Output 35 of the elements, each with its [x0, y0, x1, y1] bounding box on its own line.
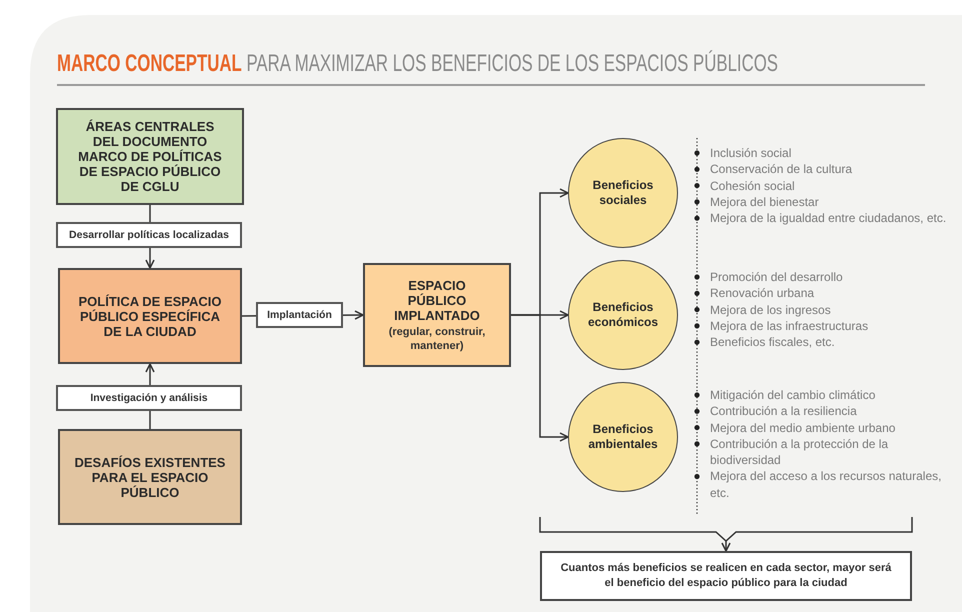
process-box [56, 108, 244, 205]
process-box [58, 268, 242, 364]
box-heading: Cuantos más beneficios se realicen en cada sector, mayor será el beneficio del espacio público para la ciudad [560, 561, 892, 591]
benefit-item: Renovación urbana [710, 285, 816, 302]
box-heading: ESPACIO PÚBLICO IMPLANTADO [393, 278, 481, 322]
benefit-item: Mejora del medio ambiente urbano [710, 420, 896, 436]
benefit-item: Inclusión social [710, 145, 792, 162]
benefit-item: Mejora del bienestar [710, 194, 820, 210]
benefit-item: Contribución a la protección de la biodiversidad [710, 436, 890, 468]
box-heading: DESAFÍOS EXISTENTES PARA EL ESPACIO PÚBLICO [74, 454, 226, 500]
process-box [58, 429, 242, 525]
benefit-item: Mitigación del cambio climático [710, 387, 876, 404]
box-heading: POLÍTICA DE ESPACIO PÚBLICO ESPECÍFICA DE LA CIUDAD [77, 294, 222, 338]
benefit-item: Mejora de la igualdad entre ciudadanos, etc. [710, 210, 948, 226]
benefit-item: Promoción del desarrollo [710, 269, 844, 286]
process-box [363, 263, 511, 367]
circle-label: Beneficios sociales [592, 178, 654, 208]
benefit-item: Cohesión social [710, 178, 796, 194]
circle-label: Beneficios económicos [586, 300, 660, 330]
box-subtext: (regular, construir, mantener) [388, 324, 486, 352]
benefit-item: Beneficios fiscales, etc. [710, 334, 836, 350]
conclusion-box [540, 551, 912, 601]
edge-label: Desarrollar políticas localizadas [56, 222, 242, 248]
circle-label: Beneficios ambientales [587, 422, 659, 452]
benefit-item: Mejora de los ingresos [710, 302, 832, 318]
edge-label: Investigación y análisis [56, 385, 242, 411]
benefit-item: Contribución a la resiliencia [710, 403, 858, 420]
benefit-item: Conservación de la cultura [710, 161, 854, 178]
edge-label: Implantación [256, 302, 343, 328]
diagram-title: MARCO CONCEPTUAL PARA MAXIMIZAR LOS BENEFICIOS DE LOS ESPACIOS PÚBLICOS [57, 50, 778, 78]
box-heading: ÁREAS CENTRALES DEL DOCUMENTO MARCO DE POLÍTICAS DE ESPACIO PÚBLICO DE CGLU [77, 119, 223, 194]
benefit-item: Mejora de las infraestructuras [710, 318, 870, 334]
arrow [721, 541, 731, 552]
benefit-item: Mejora del acceso a los recursos naturales, etc. [710, 468, 942, 502]
arrow [511, 314, 569, 442]
